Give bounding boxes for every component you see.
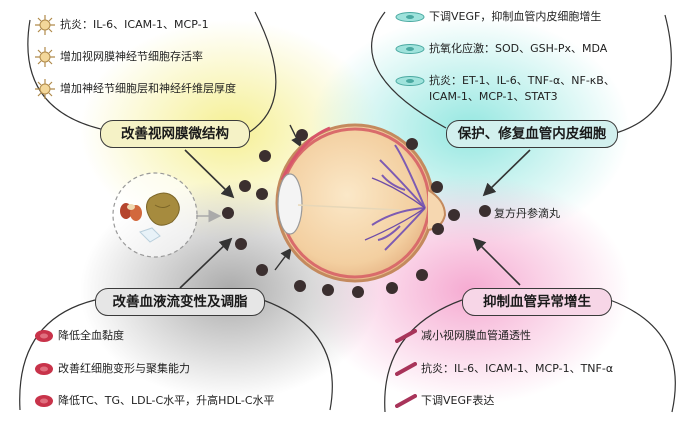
retina-item-2: 增加视网膜神经节细胞存活率 bbox=[34, 46, 203, 68]
eye-illustration-icon bbox=[275, 123, 447, 283]
blood-item-3: 降低TC、TG、LDL-C水平，升高HDL-C水平 bbox=[34, 394, 275, 408]
drug-label: 复方丹参滴丸 bbox=[494, 207, 560, 220]
pill-particle bbox=[294, 280, 306, 292]
endothelial-cell-icon bbox=[395, 44, 425, 54]
endothelium-item-label: 抗氧化应激：SOD、GSH-Px、MDA bbox=[429, 42, 608, 55]
pill-particle bbox=[448, 209, 460, 221]
pill-particle bbox=[432, 223, 444, 235]
pill-particle bbox=[416, 269, 428, 281]
endothelium-item-label: 下调VEGF，抑制血管内皮细胞增生 bbox=[429, 10, 602, 23]
pill-particles bbox=[222, 129, 460, 298]
pill-particle bbox=[256, 188, 268, 200]
angio-bracket-left bbox=[384, 299, 463, 413]
blood-panel-title: 改善血液流变性及调脂 bbox=[95, 288, 265, 316]
angiogenesis-item-1: 减小视网膜血管通透性 bbox=[395, 329, 531, 343]
blood-item-label: 降低全血黏度 bbox=[58, 329, 124, 342]
pill-particle bbox=[431, 181, 443, 193]
arrow-angiogenesis bbox=[472, 237, 521, 286]
pill-particle bbox=[406, 138, 418, 150]
arrow-retina bbox=[184, 149, 235, 199]
retina-item-3: 增加神经节细胞层和神经纤维层厚度 bbox=[34, 78, 236, 100]
pill-particle bbox=[256, 264, 268, 276]
pill-particle bbox=[222, 207, 234, 219]
endothelial-cell-icon bbox=[395, 76, 425, 86]
pill-dot-icon bbox=[479, 205, 491, 217]
blood-item-2: 改善红细胞变形与聚集能力 bbox=[34, 362, 190, 376]
retina-panel-title: 改善视网膜微结构 bbox=[100, 120, 250, 148]
blood-vessel-icon bbox=[395, 394, 417, 408]
red-blood-cell-icon bbox=[35, 395, 53, 407]
angiogenesis-item-label: 抗炎：IL-6、ICAM-1、MCP-1、TNF-α bbox=[421, 362, 614, 375]
neuron-icon bbox=[35, 79, 55, 99]
endothelial-cell-icon bbox=[395, 12, 425, 22]
arrow-blood bbox=[179, 237, 233, 289]
pill-particle bbox=[235, 238, 247, 250]
endothelium-bracket bbox=[615, 14, 672, 134]
neuron-icon bbox=[35, 15, 55, 35]
arrow-small-bottom bbox=[274, 247, 292, 271]
angiogenesis-item-label: 下调VEGF表达 bbox=[421, 394, 495, 407]
pill-particle bbox=[296, 129, 308, 141]
pill-particle bbox=[322, 284, 334, 296]
retina-item-label: 抗炎：IL-6、ICAM-1、MCP-1 bbox=[60, 18, 209, 31]
angiogenesis-panel-title: 抑制血管异常增生 bbox=[462, 288, 612, 316]
red-blood-cell-icon bbox=[35, 330, 53, 342]
blood-bracket-right bbox=[262, 299, 333, 411]
retina-bracket-right bbox=[247, 11, 277, 134]
endothelium-bracket-left bbox=[371, 11, 447, 129]
pill-particle bbox=[352, 286, 364, 298]
blood-vessel-icon bbox=[395, 329, 417, 343]
pill-particle bbox=[239, 180, 251, 192]
retina-item-label: 增加神经节细胞层和神经纤维层厚度 bbox=[60, 82, 236, 95]
endothelium-item-1: 下调VEGF，抑制血管内皮细胞增生 bbox=[395, 10, 601, 24]
endothelium-panel-title: 保护、修复血管内皮细胞 bbox=[446, 120, 618, 148]
angiogenesis-item-2: 抗炎：IL-6、ICAM-1、MCP-1、TNF-α bbox=[395, 362, 613, 376]
angiogenesis-item-label: 减小视网膜血管通透性 bbox=[421, 329, 531, 342]
herb-ingredients-icon bbox=[112, 172, 198, 258]
blood-item-label: 改善红细胞变形与聚集能力 bbox=[58, 362, 190, 375]
pill-particle bbox=[259, 150, 271, 162]
angiogenesis-item-3: 下调VEGF表达 bbox=[395, 394, 494, 408]
endothelium-item-3: 抗炎：ET-1、IL-6、TNF-α、NF-κB、 bbox=[395, 74, 615, 88]
red-blood-cell-icon bbox=[35, 363, 53, 375]
blood-item-label: 降低TC、TG、LDL-C水平，升高HDL-C水平 bbox=[58, 394, 275, 407]
endothelium-item-label: 抗炎：ET-1、IL-6、TNF-α、NF-κB、 bbox=[429, 74, 615, 87]
angio-bracket bbox=[609, 299, 676, 413]
pill-particle bbox=[386, 282, 398, 294]
endothelium-item-2: 抗氧化应激：SOD、GSH-Px、MDA bbox=[395, 42, 607, 56]
retina-item-1: 抗炎：IL-6、ICAM-1、MCP-1 bbox=[34, 14, 209, 36]
retina-item-label: 增加视网膜神经节细胞存活率 bbox=[60, 50, 203, 63]
endothelium-item-3-continued: ICAM-1、MCP-1、STAT3 bbox=[429, 90, 558, 103]
blood-item-1: 降低全血黏度 bbox=[34, 329, 124, 343]
neuron-icon bbox=[35, 47, 55, 67]
arrow-small-top bbox=[289, 124, 302, 148]
arrow-endothelium bbox=[482, 149, 531, 197]
blood-vessel-icon bbox=[395, 362, 417, 376]
